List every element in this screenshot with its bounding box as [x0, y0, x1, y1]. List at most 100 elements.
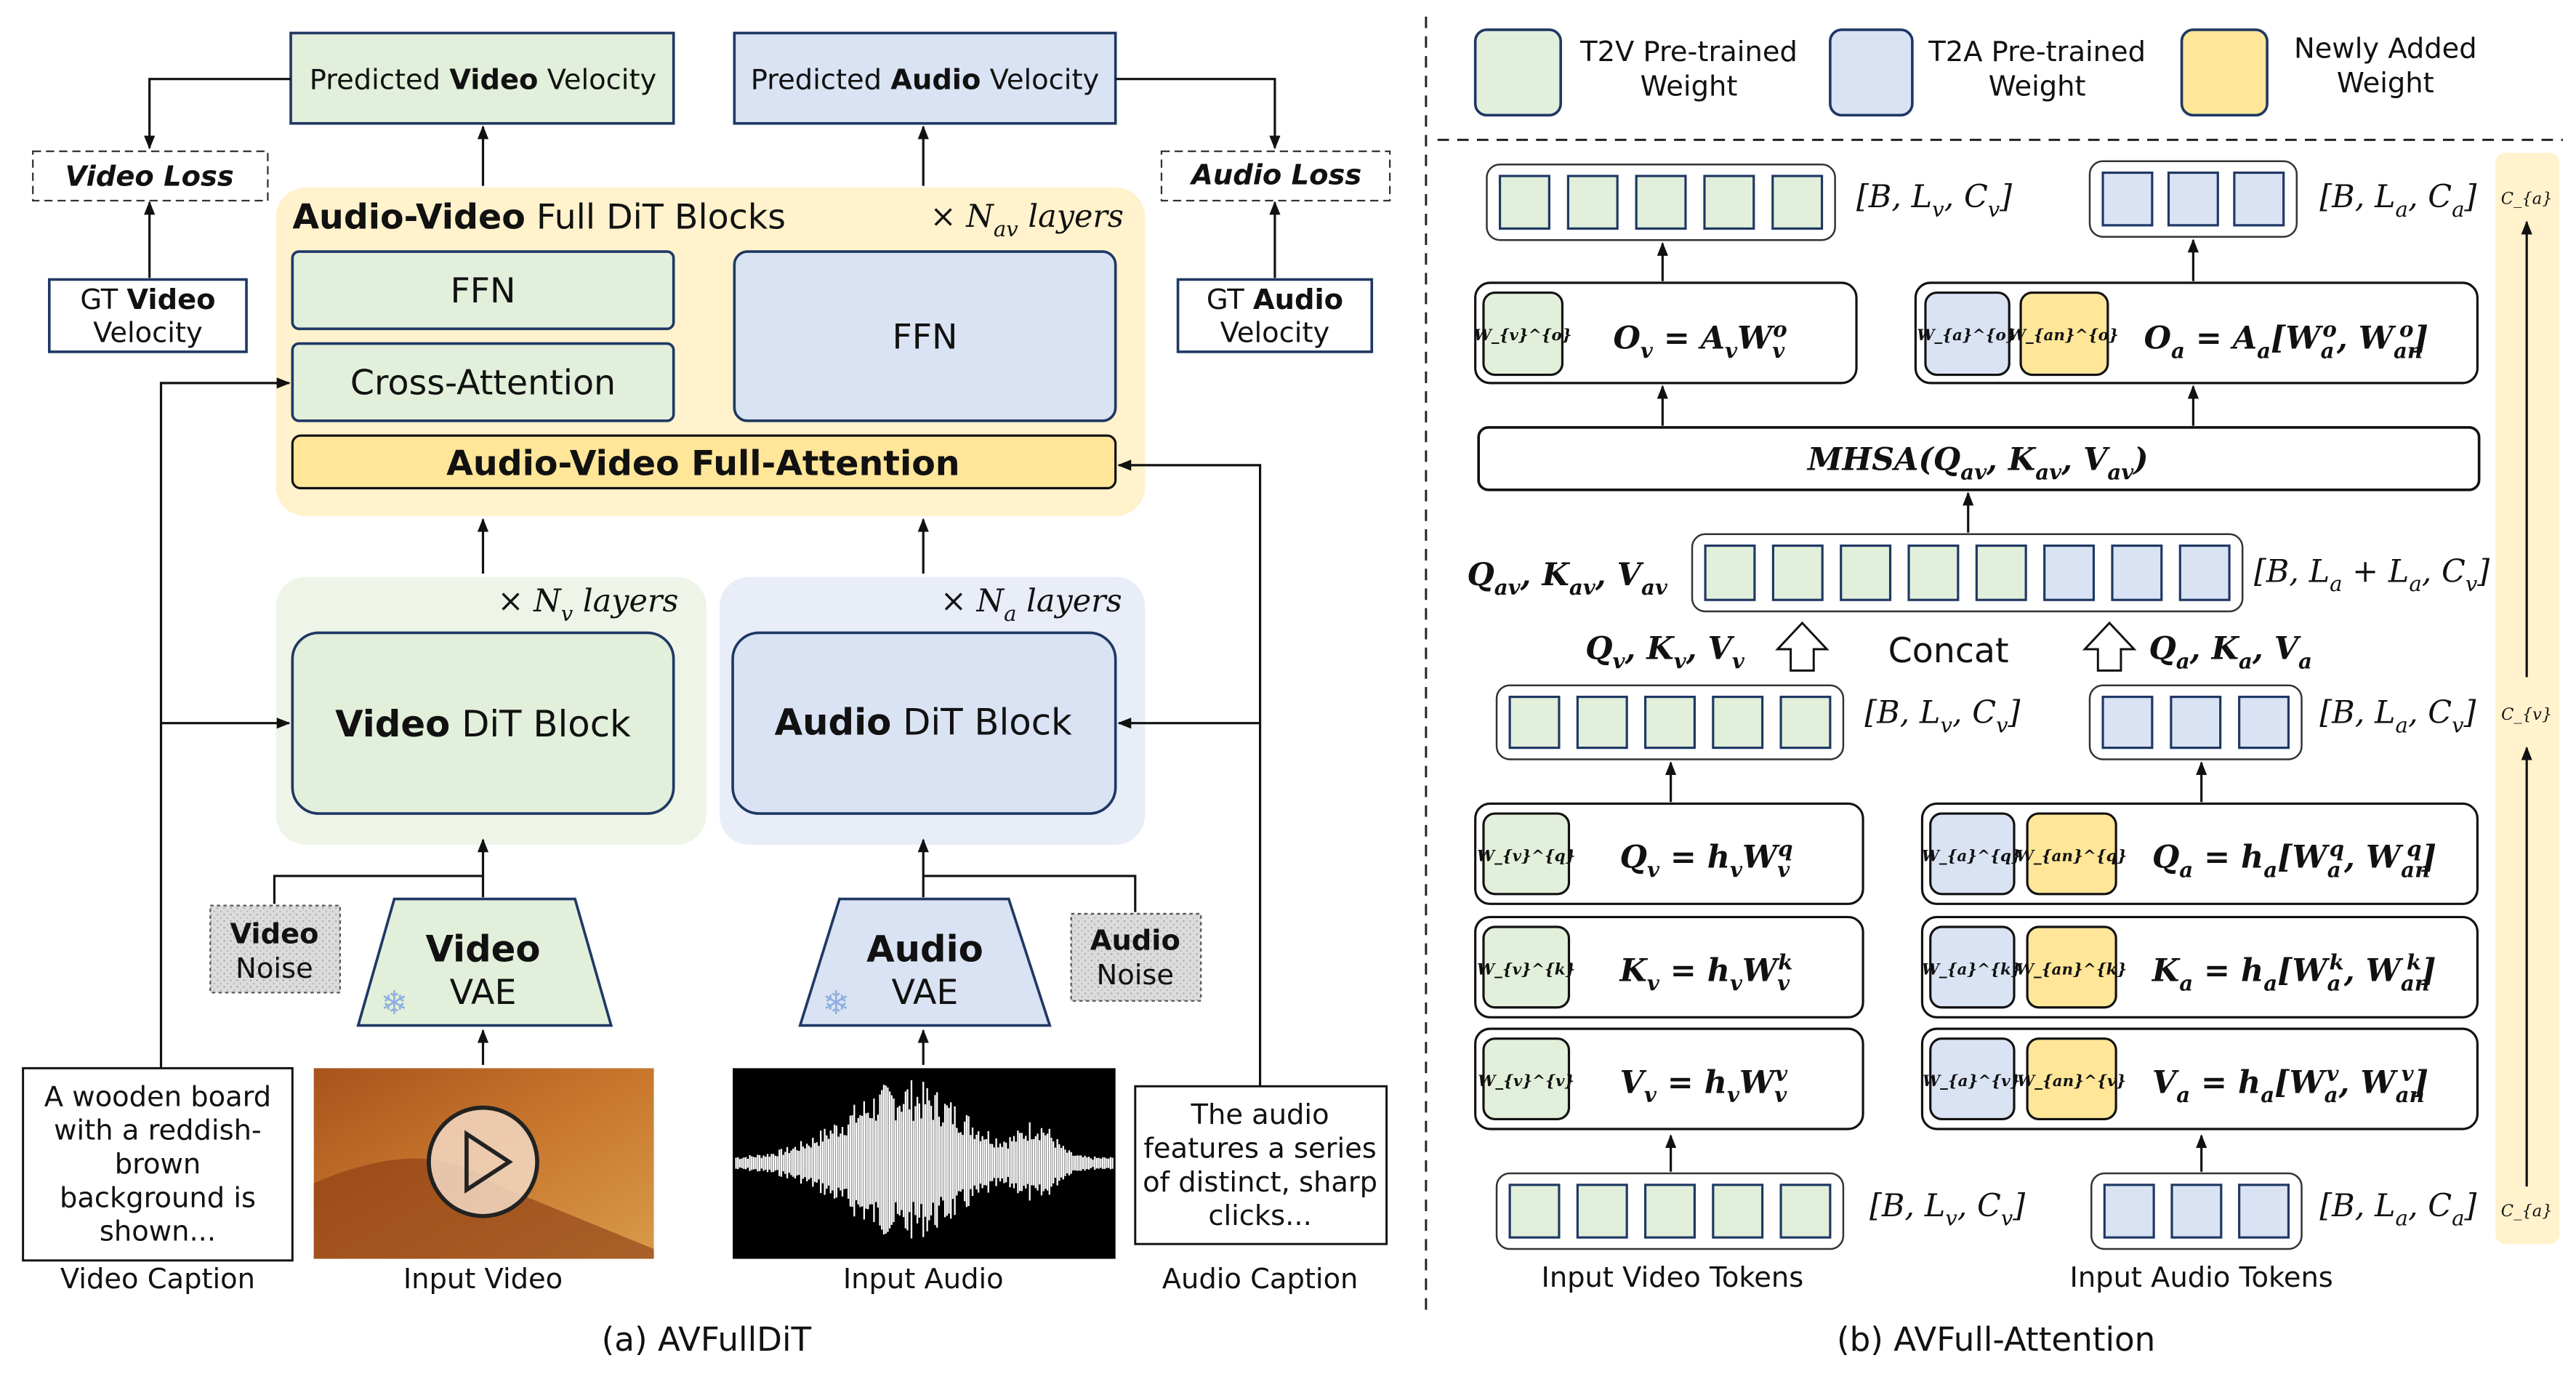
token	[1975, 545, 2027, 601]
caption-line: features a series	[1143, 1133, 1376, 1165]
weight-audio-query: W_{a}^{q}	[1922, 848, 2021, 866]
svg-text:VAE: VAE	[892, 973, 959, 1013]
svg-text:Video: Video	[425, 928, 540, 970]
svg-text:Video: Video	[230, 918, 318, 951]
panel-avfulldit: Predicted Video Velocity Predicted Audio…	[22, 31, 1391, 1359]
audio-caption-label: Audio Caption	[1162, 1263, 1359, 1295]
svg-text:Ov = AvWvo: Ov = AvWvo	[1614, 317, 1787, 363]
concat-shape: [B, La + La, Cv]	[2254, 553, 2490, 596]
caption-line: background is	[60, 1181, 256, 1214]
audio-dit-block: Audio DiT Block	[731, 631, 1117, 815]
proj-video-value: W_{v}^{v} Vv = hvWvv	[1474, 1027, 1864, 1130]
token	[1576, 1184, 1628, 1239]
input-audio-tokens	[2090, 1172, 2303, 1250]
output-proj-audio: W_{a}^{o} W_{an}^{o} Oa = Aa[Wao, Wano]	[1914, 281, 2479, 385]
mid-audio-tokens	[2088, 684, 2303, 760]
input-video-thumbnail[interactable]	[313, 1068, 654, 1259]
qkv-audio-label: Qa, Ka, Va	[2149, 631, 2312, 674]
audio-loss-box: Audio Loss	[1160, 150, 1391, 202]
svg-text:FFN: FFN	[892, 317, 957, 357]
svg-text:MHSA(Qav, Kav, Vav): MHSA(Qav, Kav, Vav)	[1806, 442, 2149, 485]
token	[2101, 171, 2154, 227]
proj-audio-key: W_{a}^{k}W_{an}^{k}Ka = ha[Wak, Wank]	[1920, 915, 2479, 1019]
side-cv: C_{v}	[2501, 705, 2552, 724]
svg-text:Audio Loss: Audio Loss	[1189, 158, 1361, 191]
caption-line: The audio	[1191, 1098, 1329, 1131]
play-icon[interactable]	[427, 1105, 539, 1218]
proj-video-query: W_{v}^{q} Qv = hvWvq	[1474, 802, 1864, 905]
svg-text:Audio: Audio	[866, 928, 983, 970]
svg-text:Predicted Video Velocity: Predicted Video Velocity	[310, 63, 657, 96]
weight-audio-key: W_{a}^{k}	[1922, 961, 2021, 979]
video-layers-label: × Nv layers	[498, 583, 679, 626]
weight-video-value: W_{v}^{v}	[1478, 1072, 1574, 1090]
token	[1771, 174, 1824, 230]
out-video-shape: [B, Lv, Cv]	[1856, 179, 2012, 222]
weight-video-query: W_{v}^{q}	[1477, 848, 1576, 866]
audio-vae: Audio VAE ❄	[798, 897, 1052, 1027]
token	[1704, 545, 1756, 601]
qkv-video-label: Qv, Kv, Vv	[1585, 631, 1745, 674]
token	[1644, 695, 1696, 750]
snowflake-icon: ❄	[381, 984, 408, 1022]
proj-audio-query: W_{a}^{q}W_{an}^{q}Qa = ha[Waq, Wanq]	[1920, 802, 2479, 905]
svg-text:Audio-Video Full-Attention: Audio-Video Full-Attention	[446, 443, 959, 483]
svg-text:Cross-Attention: Cross-Attention	[350, 363, 616, 403]
concat-tokens	[1691, 533, 2244, 613]
full-dit-blocks-title: Audio-Video Full DiT Blocks	[292, 197, 786, 237]
in-video-shape: [B, Lv, Cv]	[1869, 1188, 2025, 1231]
svg-text:GT Audio: GT Audio	[1207, 284, 1343, 316]
svg-text:Video Loss: Video Loss	[65, 161, 234, 193]
token	[1779, 1184, 1832, 1239]
svg-text:Noise: Noise	[1097, 959, 1175, 992]
svg-text:Kv = hvWvk: Kv = hvWvk	[1619, 949, 1793, 995]
token	[1566, 174, 1619, 230]
svg-text:Oa = Aa[Wao, Wano]: Oa = Aa[Wao, Wano]	[2144, 317, 2428, 363]
token	[2238, 695, 2290, 750]
svg-text:Audio DiT Block: Audio DiT Block	[775, 702, 1072, 744]
ffn-audio-box: FFN	[733, 250, 1117, 422]
full-attention-box: Audio-Video Full-Attention	[291, 434, 1117, 490]
token	[1712, 1184, 1764, 1239]
gt-audio-velocity-box: GT Audio Velocity	[1176, 278, 1374, 353]
predicted-audio-velocity-box: Predicted Audio Velocity	[733, 31, 1117, 125]
svg-text:Qv = hvWvq: Qv = hvWvq	[1620, 836, 1793, 882]
cross-attention-box: Cross-Attention	[291, 342, 675, 422]
svg-text:Newly Added: Newly Added	[2294, 32, 2477, 65]
input-audio-label: Input Audio	[843, 1263, 1004, 1295]
in-audio-shape: [B, La, Ca]	[2319, 1188, 2476, 1231]
input-video-tokens	[1495, 1172, 1845, 1250]
svg-text:Vv = hvWvv: Vv = hvWvv	[1620, 1061, 1789, 1107]
token	[1840, 545, 1892, 601]
svg-text:T2V Pre-trained: T2V Pre-trained	[1579, 36, 1798, 68]
weight-audio-new-query: W_{an}^{q}	[2016, 848, 2128, 866]
caption-line: A wooden board	[44, 1080, 271, 1113]
panel-b-caption: (b) AVFull-Attention	[1837, 1320, 2155, 1359]
caption-line: clicks...	[1208, 1200, 1311, 1232]
svg-text:Weight: Weight	[2337, 67, 2434, 100]
token	[2233, 171, 2285, 227]
concat-qkv-label: Qav, Kav, Vav	[1467, 557, 1668, 600]
input-video-tokens-label: Input Video Tokens	[1542, 1261, 1804, 1294]
gt-video-velocity-box: GT Video Velocity	[47, 278, 248, 353]
proj-video-key: W_{v}^{k}Kv = hvWvk	[1474, 915, 1864, 1019]
token	[1644, 1184, 1696, 1239]
snowflake-icon: ❄	[823, 984, 850, 1022]
token	[1508, 695, 1561, 750]
video-vae: Video VAE ❄	[356, 897, 613, 1027]
caption-line: of distinct, sharp	[1143, 1166, 1377, 1199]
out-audio-shape: [B, La, Ca]	[2319, 179, 2476, 222]
token	[2170, 695, 2222, 750]
token	[1907, 545, 1960, 601]
weight-audio-new-key: W_{an}^{k}	[2016, 961, 2127, 979]
svg-text:T2A Pre-trained: T2A Pre-trained	[1928, 36, 2146, 68]
svg-text:Velocity: Velocity	[93, 316, 203, 349]
